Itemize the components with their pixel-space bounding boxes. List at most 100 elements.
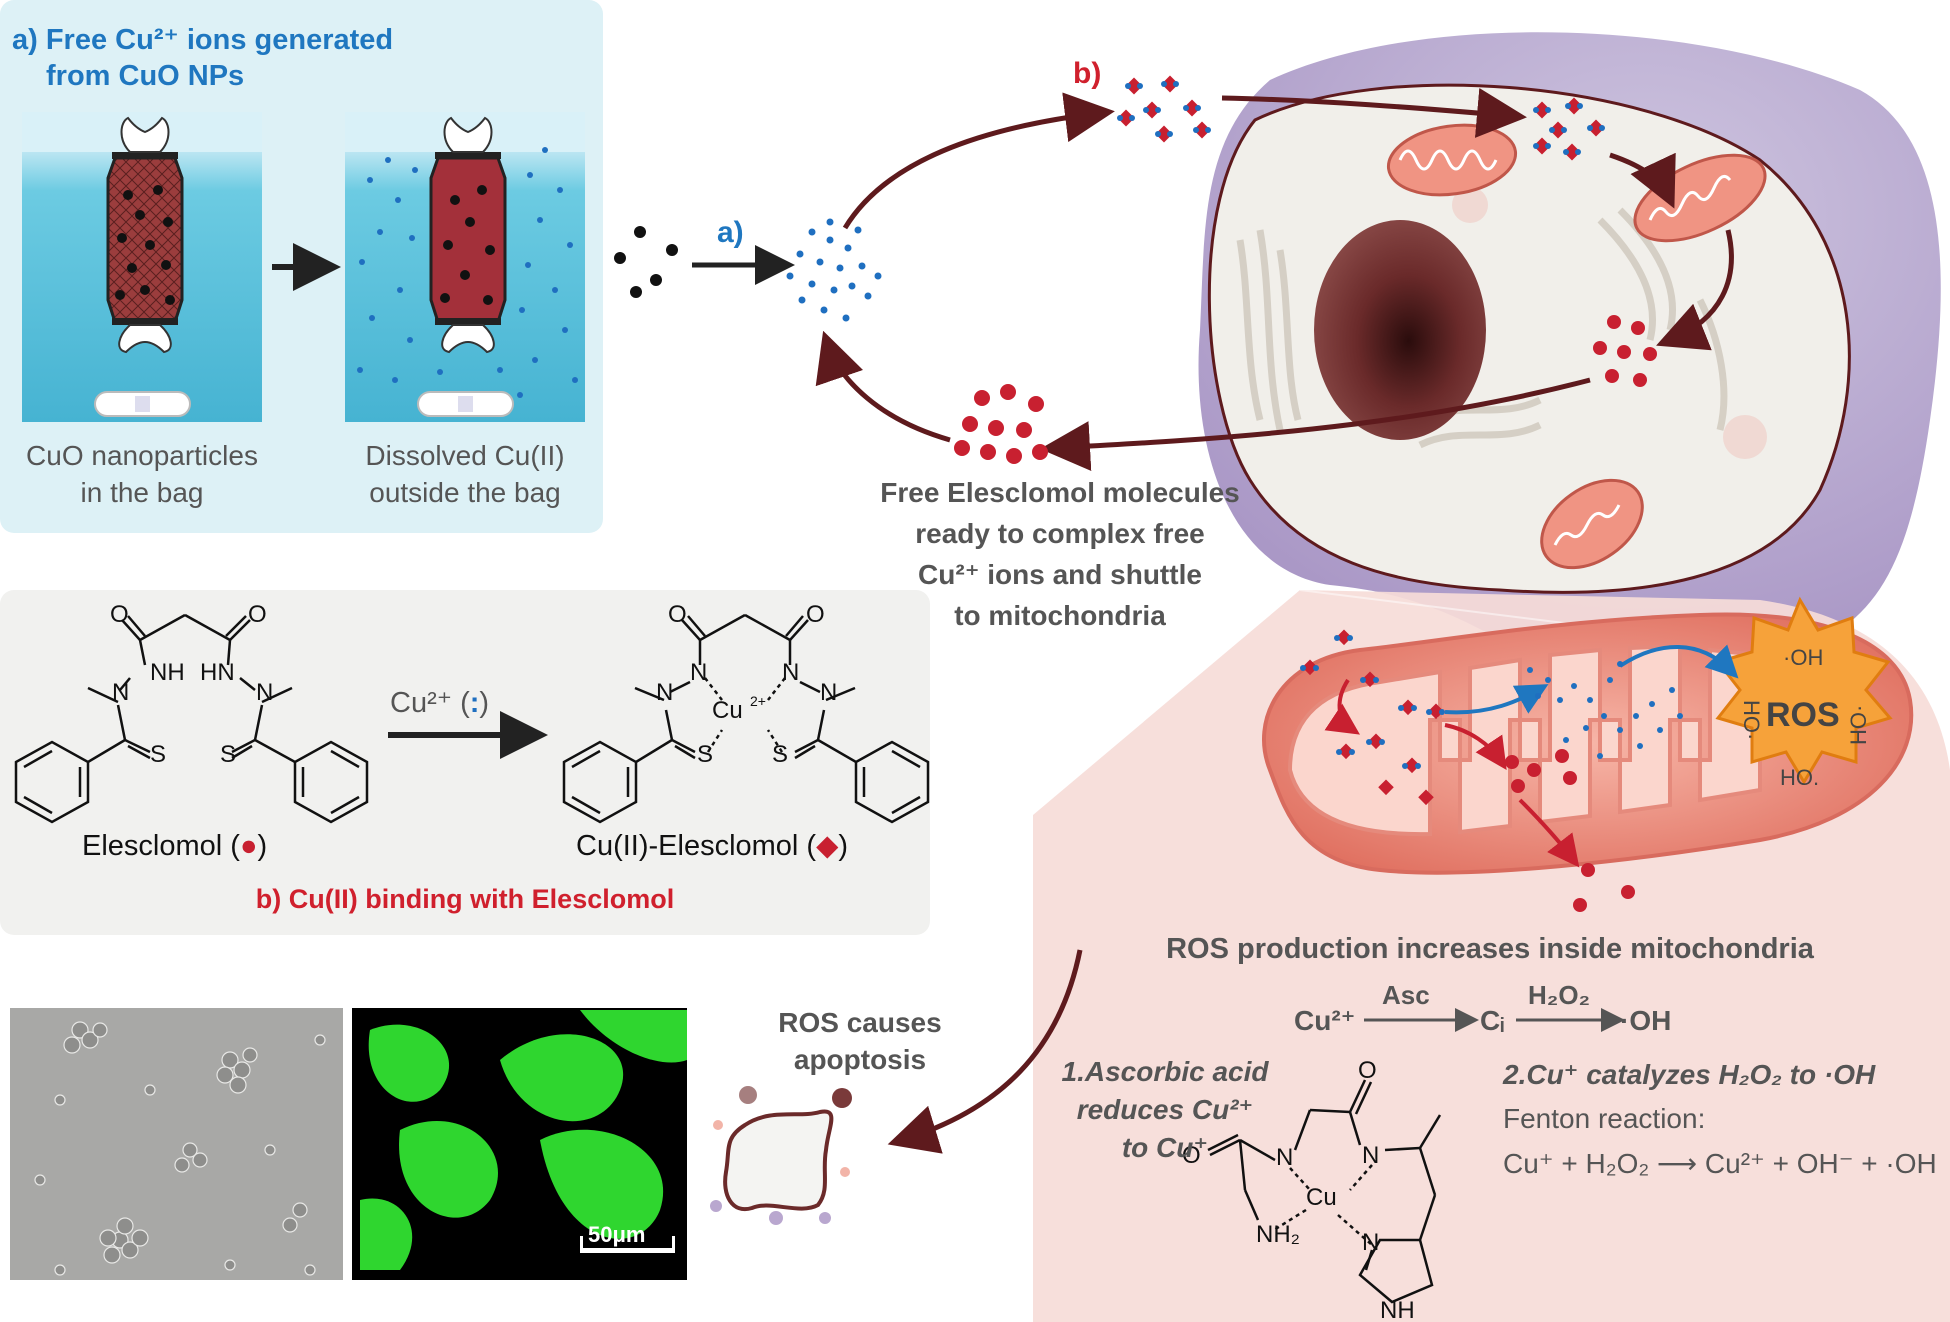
cu-elesclomol-structure — [562, 613, 930, 824]
arrow-cu-release — [1444, 684, 1549, 715]
svg-text:HN: HN — [200, 659, 235, 686]
svg-text:NH₂: NH₂ — [1256, 1221, 1300, 1248]
fenton-reaction: Cu⁺ + H₂O₂ ⟶ Cu²⁺ + OH⁻ + ·OH — [1503, 1148, 1937, 1179]
beaker-dissolved-cu — [345, 112, 585, 422]
vesicle — [1452, 187, 1488, 223]
oh-radical-top: ·OH — [1783, 645, 1823, 670]
cuo-nanoparticles — [115, 185, 175, 305]
scale-bar-label: 50μm — [588, 1222, 646, 1247]
eq-cu2: Cu²⁺ — [1294, 1005, 1355, 1036]
svg-text:N: N — [1276, 1144, 1293, 1171]
eq-cu-plus: Cᵢ — [1480, 1005, 1504, 1036]
oh-radical-left: HO· — [1739, 700, 1764, 740]
svg-text:S: S — [150, 741, 166, 768]
arrow-elesclomol-free — [1444, 723, 1507, 770]
svg-text:N: N — [782, 659, 799, 686]
arrow-to-apoptosis — [887, 949, 1083, 1154]
elesclomol-structure — [14, 613, 369, 824]
svg-text:N: N — [256, 679, 273, 706]
elesclomol-atoms: O O NH HN N N S S — [110, 601, 273, 768]
vesicle — [1723, 415, 1767, 459]
arrow-to-mitochondrion — [1609, 152, 1676, 209]
mitochondrion-small-2 — [1633, 153, 1767, 243]
bag-clip-top — [120, 116, 170, 153]
label-a: a) — [717, 216, 744, 249]
panel-b: O O NH HN N N S S Cu²⁺ (:) — [0, 590, 930, 935]
svg-text:Cu: Cu — [712, 697, 743, 724]
panel-b-background — [0, 590, 930, 935]
ros-burst — [1715, 596, 1893, 785]
beaker2-caption: Dissolved Cu(II) outside the bag — [365, 440, 565, 508]
arrow-return-elesclomol — [1040, 377, 1591, 472]
mitochondrion-zoom: ROS ·OH HO. HO· HO· — [1262, 596, 1914, 912]
elesclomol-note: Free Elesclomol molecules ready to compl… — [880, 477, 1240, 631]
arrow-to-complex — [842, 92, 1115, 230]
eq-oh: ·OH — [1620, 1005, 1671, 1036]
panel-a — [0, 0, 603, 533]
arrow-elesclomol-out — [1518, 798, 1580, 868]
arrow-release-elesclomol — [1656, 229, 1734, 351]
svg-text:2+: 2+ — [750, 693, 766, 709]
reagent-label: Cu²⁺ (:) — [390, 687, 489, 719]
cuo-particles-free — [614, 226, 678, 298]
cell — [1198, 32, 1941, 651]
step1-text: 1.Ascorbic acid reduces Cu²⁺ to Cu⁺ — [1061, 1056, 1269, 1163]
svg-text:S: S — [220, 741, 236, 768]
svg-text:N: N — [112, 679, 129, 706]
nucleus — [1314, 220, 1486, 440]
svg-text:O: O — [1358, 1057, 1377, 1084]
svg-text:O: O — [1182, 1142, 1201, 1169]
svg-text:Cu: Cu — [1306, 1184, 1337, 1211]
beaker-cuo-bag — [22, 112, 262, 422]
apoptosis-label: ROS causes apoptosis — [778, 1007, 942, 1075]
svg-text:N: N — [1362, 1142, 1379, 1169]
ros-equations: Cu²⁺ Asc Cᵢ H₂O₂ ·OH — [1294, 980, 1671, 1036]
peptide-atoms: O N N O Cu NH₂ N NH — [1182, 1057, 1415, 1322]
svg-text:S: S — [772, 741, 788, 768]
fluorescence-micrograph — [352, 1008, 687, 1280]
beaker1-caption: CuO nanoparticles in the bag — [26, 440, 258, 508]
svg-text:N: N — [1362, 1229, 1379, 1256]
svg-text:NH: NH — [150, 659, 185, 686]
step2-text: 2.Cu⁺ catalyzes H₂O₂ to ·OH — [1503, 1059, 1876, 1090]
label-b: b) — [1073, 57, 1101, 90]
svg-text:S: S — [697, 741, 713, 768]
arrow-cu-to-ros — [1618, 644, 1739, 679]
arrow-into-cell — [1221, 88, 1527, 138]
complex-label: Cu(II)-Elesclomol (◆) — [576, 830, 848, 862]
eq-asc: Asc — [1382, 980, 1430, 1010]
elesclomol-in-mito — [1505, 749, 1635, 912]
elesclomol-label: Elesclomol (●) — [82, 830, 267, 862]
panel-b-title: b) Cu(II) binding with Elesclomol — [255, 884, 675, 914]
svg-text:O: O — [248, 601, 267, 628]
ros-increase-text: ROS production increases inside mitochon… — [1166, 933, 1814, 965]
svg-text:O: O — [668, 601, 687, 628]
panel-a-title: a) Free Cu²⁺ ions generated from CuO NPs — [12, 24, 394, 92]
free-elesclomol — [954, 384, 1048, 464]
complex-cluster-1 — [1117, 75, 1211, 143]
svg-text:N: N — [656, 679, 673, 706]
ho-radical-bottom: HO. — [1780, 765, 1819, 790]
released-elesclomol — [1593, 315, 1657, 387]
bag-clip-bottom — [118, 324, 172, 354]
peptide-cu-structure — [1207, 1079, 1442, 1304]
arrow-complex-in — [1324, 678, 1360, 735]
oh-radical-right: HO· — [1846, 705, 1871, 745]
brightfield-micrograph — [10, 1008, 343, 1280]
mitochondrion-small-1 — [1386, 123, 1518, 197]
apoptotic-cell — [710, 1086, 852, 1225]
eq-h2o2: H₂O₂ — [1528, 980, 1590, 1010]
svg-text:O: O — [806, 601, 825, 628]
cu-ions-in-mito — [1527, 661, 1683, 759]
complex-entering — [1300, 629, 1445, 806]
ros-label: ROS — [1766, 696, 1840, 734]
svg-text:N: N — [690, 659, 707, 686]
svg-text:NH: NH — [1380, 1297, 1415, 1322]
arrow-to-cu-ions — [815, 330, 951, 443]
free-cu-ions — [786, 218, 882, 322]
complex-atoms: O O N N N N S S Cu 2+ — [656, 601, 837, 768]
svg-text:N: N — [820, 679, 837, 706]
svg-text:O: O — [110, 601, 129, 628]
fenton-title: Fenton reaction: — [1503, 1103, 1706, 1134]
